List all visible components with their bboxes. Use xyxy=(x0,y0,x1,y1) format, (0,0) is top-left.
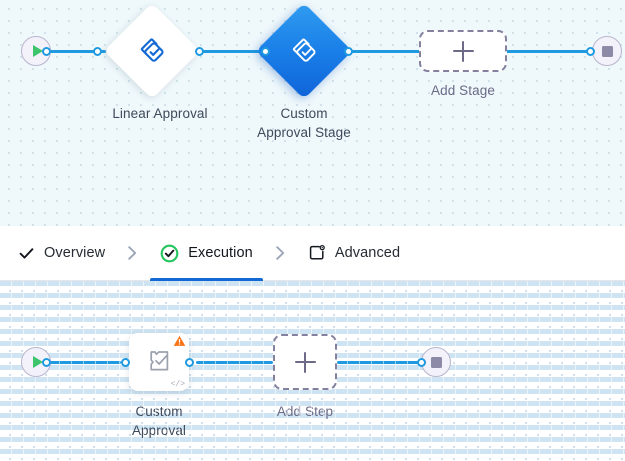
stage-node-custom-approval-stage-label: Custom Approval Stage xyxy=(257,106,351,140)
stage-node-linear-approval-label: Linear Approval xyxy=(112,106,208,121)
check-icon xyxy=(18,245,35,262)
add-stage-button[interactable] xyxy=(419,30,507,72)
workflow-tabs: Overview Execution xyxy=(0,226,625,281)
linear-approval-input-port[interactable] xyxy=(93,46,102,56)
stage-start-output-port[interactable] xyxy=(42,46,51,56)
step-flow-canvas[interactable]: </> Custom Approval Add Step xyxy=(0,281,625,461)
custom-approval-input-port[interactable] xyxy=(121,357,130,367)
edge-start-to-custom-approval xyxy=(46,361,121,364)
edge-custom-approval-to-add-step xyxy=(196,361,273,364)
step-start-output-port[interactable] xyxy=(42,357,51,367)
custom-approval-output-port[interactable] xyxy=(185,357,194,367)
add-step-label: Add Step xyxy=(276,404,334,419)
edge-start-to-linear-approval xyxy=(46,50,106,53)
stage-flow-canvas[interactable]: Linear Approval Custom Approval Stage Ad… xyxy=(0,0,625,226)
tab-execution[interactable]: Execution xyxy=(150,226,263,281)
edge-custom-stage-to-add-stage xyxy=(348,50,424,53)
tab-execution-label: Execution xyxy=(188,245,253,261)
settings-frame-icon xyxy=(308,244,326,262)
play-icon xyxy=(32,45,43,57)
warning-triangle-icon xyxy=(173,334,186,346)
edge-add-stage-to-end xyxy=(504,50,590,53)
step-end-node[interactable] xyxy=(421,347,451,377)
stop-icon xyxy=(601,45,613,57)
tab-overview[interactable]: Overview xyxy=(16,226,107,281)
custom-approval-stage-output-port[interactable] xyxy=(344,46,353,56)
stage-node-custom-approval-stage[interactable] xyxy=(255,2,353,100)
edge-add-step-to-end xyxy=(337,361,421,364)
stage-end-input-port[interactable] xyxy=(586,46,595,56)
approval-stage-icon xyxy=(290,37,318,65)
approval-stage-icon xyxy=(138,37,166,65)
custom-approval-stage-input-port[interactable] xyxy=(261,46,270,56)
step-node-custom-approval[interactable]: </> xyxy=(129,333,189,391)
check-circle-icon xyxy=(160,244,179,263)
chevron-right-icon xyxy=(255,245,306,261)
step-node-custom-approval-label: Custom Approval xyxy=(131,404,187,438)
stop-icon xyxy=(430,356,442,368)
add-step-button[interactable] xyxy=(273,334,337,390)
stage-node-linear-approval[interactable] xyxy=(103,2,201,100)
step-end-input-port[interactable] xyxy=(417,357,426,367)
add-stage-label: Add Stage xyxy=(431,83,495,98)
tab-overview-label: Overview xyxy=(44,245,106,261)
play-icon xyxy=(32,356,43,368)
tab-advanced[interactable]: Advanced xyxy=(306,226,402,281)
stage-end-node[interactable] xyxy=(592,36,622,66)
plus-icon xyxy=(452,40,474,62)
approval-document-icon xyxy=(129,348,189,375)
edge-linear-to-custom-stage xyxy=(199,50,268,53)
code-badge-icon: </> xyxy=(170,380,185,389)
linear-approval-output-port[interactable] xyxy=(195,46,204,56)
plus-icon xyxy=(294,351,316,373)
tab-advanced-label: Advanced xyxy=(334,245,401,261)
chevron-right-icon xyxy=(107,245,158,261)
